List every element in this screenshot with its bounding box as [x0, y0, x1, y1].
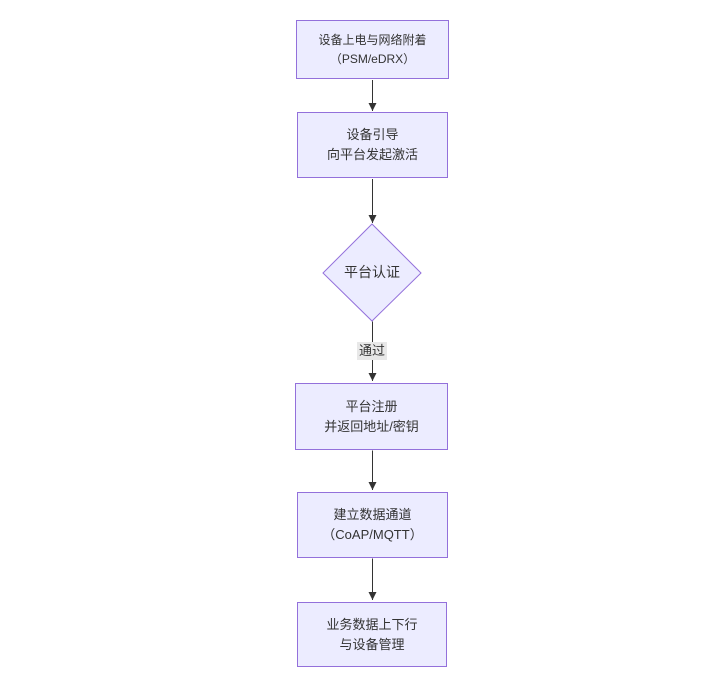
node-register: 平台注册 并返回地址/密钥	[295, 383, 448, 450]
node-text-line: 向平台发起激活	[326, 147, 418, 162]
node-text-line: 并返回地址/密钥	[324, 418, 419, 434]
node-text-line: 与设备管理	[339, 636, 405, 652]
node-bootstrap: 设备引导 向平台发起激活	[297, 112, 448, 178]
edge-label-pass: 通过	[356, 342, 388, 360]
node-text-line: 业务数据上下行	[326, 616, 418, 632]
node-power-attach: 设备上电与网络附着 （PSM/eDRX）	[296, 20, 449, 79]
node-business-data: 业务数据上下行 与设备管理	[297, 602, 447, 667]
node-text-line: 设备引导	[346, 127, 399, 142]
decision-label-platform-auth: 平台认证	[344, 264, 400, 280]
node-text-line: （CoAP/MQTT）	[322, 527, 423, 542]
node-text-line: 建立数据通道	[333, 507, 412, 522]
node-data-channel: 建立数据通道 （CoAP/MQTT）	[297, 492, 448, 558]
node-text-line: 设备上电与网络附着	[318, 32, 427, 47]
node-text-line: 平台注册	[345, 398, 398, 414]
node-text-line: （PSM/eDRX）	[329, 51, 416, 66]
